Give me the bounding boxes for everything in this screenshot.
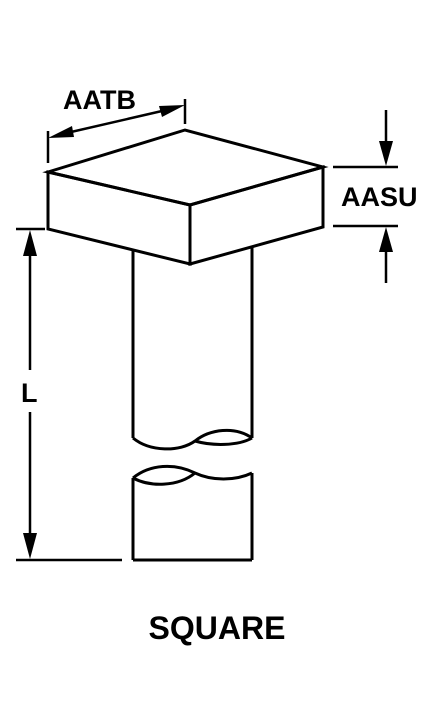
shape-caption: SQUARE — [149, 610, 286, 646]
shank-break-lower-hatch — [132, 471, 196, 486]
head-height-dimension: AASU — [333, 110, 418, 283]
head-right-face — [188, 165, 325, 266]
shank-break-upper — [132, 428, 253, 451]
head-top-face — [42, 128, 329, 207]
head-height-label: AASU — [341, 182, 418, 212]
shank-upper — [131, 246, 254, 451]
square-head — [42, 128, 329, 266]
head-height-arrow-bottom-icon — [379, 227, 393, 252]
shank-break-upper-hatch — [194, 436, 253, 446]
length-label: L — [21, 378, 38, 408]
head-width-dimension-line — [57, 106, 176, 137]
length-dimension: L — [16, 227, 122, 562]
head-width-label: AATB — [63, 85, 136, 115]
shank-break-lower — [132, 464, 253, 481]
head-height-arrow-top-icon — [379, 141, 393, 166]
head-width-dimension: AATB — [46, 85, 187, 163]
length-arrow-bottom-icon — [23, 533, 37, 559]
head-width-arrow-right-icon — [159, 105, 185, 117]
head-width-arrow-left-icon — [48, 126, 74, 138]
length-arrow-top-icon — [23, 230, 37, 256]
head-left-face — [46, 170, 192, 266]
shank-lower — [131, 464, 254, 562]
